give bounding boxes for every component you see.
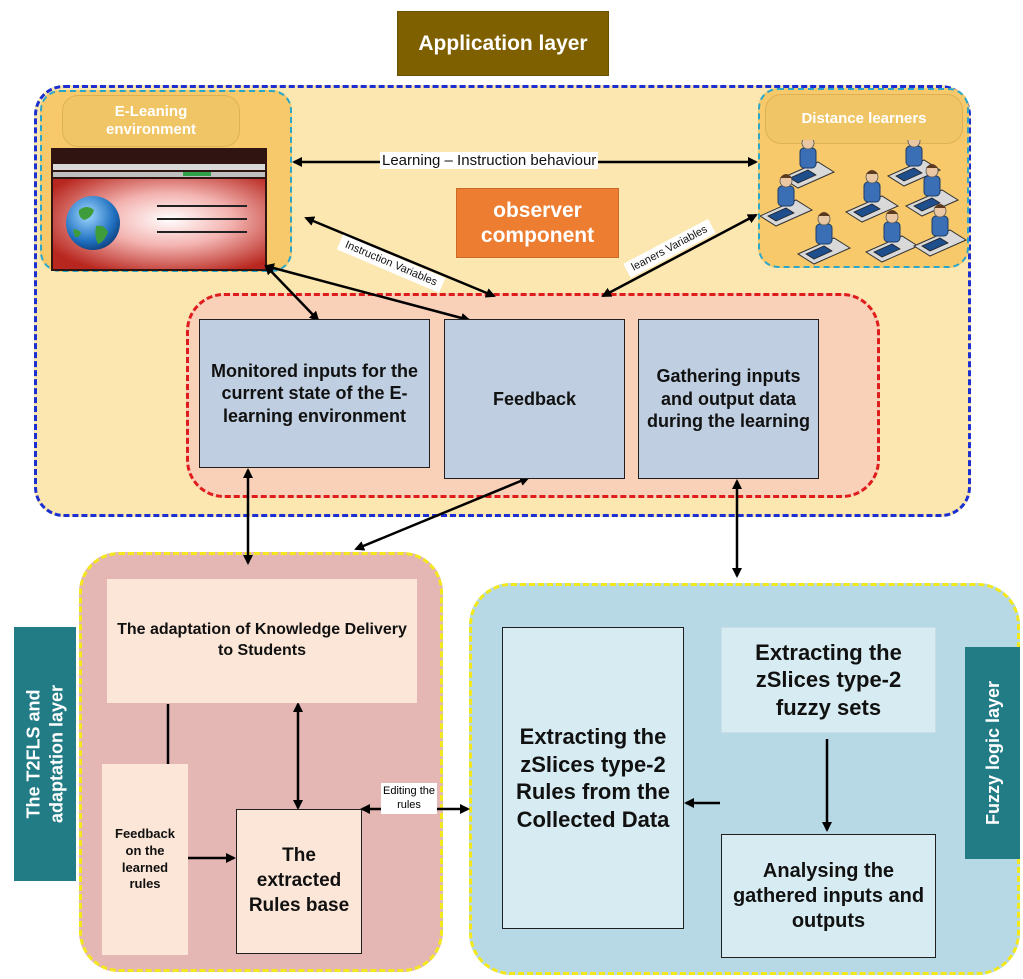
- feedback-learned-rules-text: Feedback on the learned rules: [115, 825, 175, 892]
- monitored-inputs-box: Monitored inputs for the current state o…: [199, 319, 430, 468]
- distance-learners-box: Distance learners: [758, 88, 969, 268]
- t2fls-layer-side-label: The T2FLS and adaptation layer: [14, 627, 76, 881]
- learner-figure: [886, 140, 942, 187]
- learner-figure: [864, 210, 920, 263]
- extracted-rules-base-box: The extracted Rules base: [236, 809, 362, 954]
- extract-sets-box: Extracting the zSlices type-2 fuzzy sets: [721, 627, 936, 733]
- t2fls-label-line1: The T2FLS and: [23, 689, 44, 819]
- t2fls-label-line2: adaptation layer: [46, 684, 66, 824]
- editing-rules-label: Editing the rules: [381, 783, 437, 814]
- extract-rules-box: Extracting the zSlices type-2 Rules from…: [502, 627, 684, 929]
- feedback-learned-rules-box: Feedback on the learned rules: [102, 764, 188, 955]
- knowledge-adaptation-box: The adaptation of Knowledge Delivery to …: [107, 579, 417, 703]
- learner-figure: [760, 174, 814, 227]
- analysing-box: Analysing the gathered inputs and output…: [721, 834, 936, 958]
- learner-figure: [780, 140, 836, 189]
- elearning-screen-illustration: [51, 148, 267, 271]
- arrow-env-feedback: [264, 263, 471, 323]
- distance-learners-label-text: Distance learners: [801, 110, 927, 127]
- editing-rules-line2: rules: [397, 799, 421, 812]
- knowledge-adaptation-text: The adaptation of Knowledge Delivery to …: [117, 621, 407, 659]
- application-layer-title: Application layer: [397, 11, 609, 76]
- extracted-rules-base-text: The extracted Rules base: [248, 845, 350, 916]
- fuzzy-layer-label-text: Fuzzy logic layer: [982, 680, 1003, 826]
- analysing-text: Analysing the gathered inputs and output…: [732, 859, 925, 932]
- learners-illustration: [760, 140, 968, 265]
- gathering-inputs-box: Gathering inputs and output data during …: [638, 319, 819, 479]
- elearning-environment-label: E-Leaning environment: [62, 95, 240, 147]
- learner-figure: [844, 170, 900, 223]
- gathering-inputs-text: Gathering inputs and output data during …: [646, 366, 810, 432]
- fuzzy-layer-side-label: Fuzzy logic layer: [965, 647, 1020, 859]
- arrow-learners-variables: [601, 213, 758, 298]
- distance-learners-label: Distance learners: [765, 94, 963, 144]
- feedback-text: Feedback: [492, 388, 577, 409]
- extract-sets-text: Extracting the zSlices type-2 fuzzy sets: [755, 639, 902, 720]
- learner-figure: [796, 212, 852, 265]
- learning-instruction-label: Learning – Instruction behaviour: [380, 152, 599, 169]
- editing-rules-line1: Editing the: [383, 785, 435, 797]
- learner-figure: [904, 164, 960, 217]
- elearning-environment-box: E-Leaning environment: [40, 90, 292, 272]
- learner-figure: [912, 204, 968, 257]
- arrow-feedback-t2fls: [354, 476, 530, 551]
- elearning-label-line1: E-Leaning: [114, 103, 188, 120]
- observer-title-line1: observer: [493, 198, 582, 222]
- elearning-label-line2: environment: [105, 121, 196, 138]
- feedback-box: Feedback: [444, 319, 625, 479]
- observer-title-line2: component: [480, 224, 595, 247]
- monitored-inputs-text: Monitored inputs for the current state o…: [211, 360, 418, 426]
- extract-rules-text: Extracting the zSlices type-2 Rules from…: [515, 724, 671, 832]
- application-layer-title-text: Application layer: [418, 31, 588, 55]
